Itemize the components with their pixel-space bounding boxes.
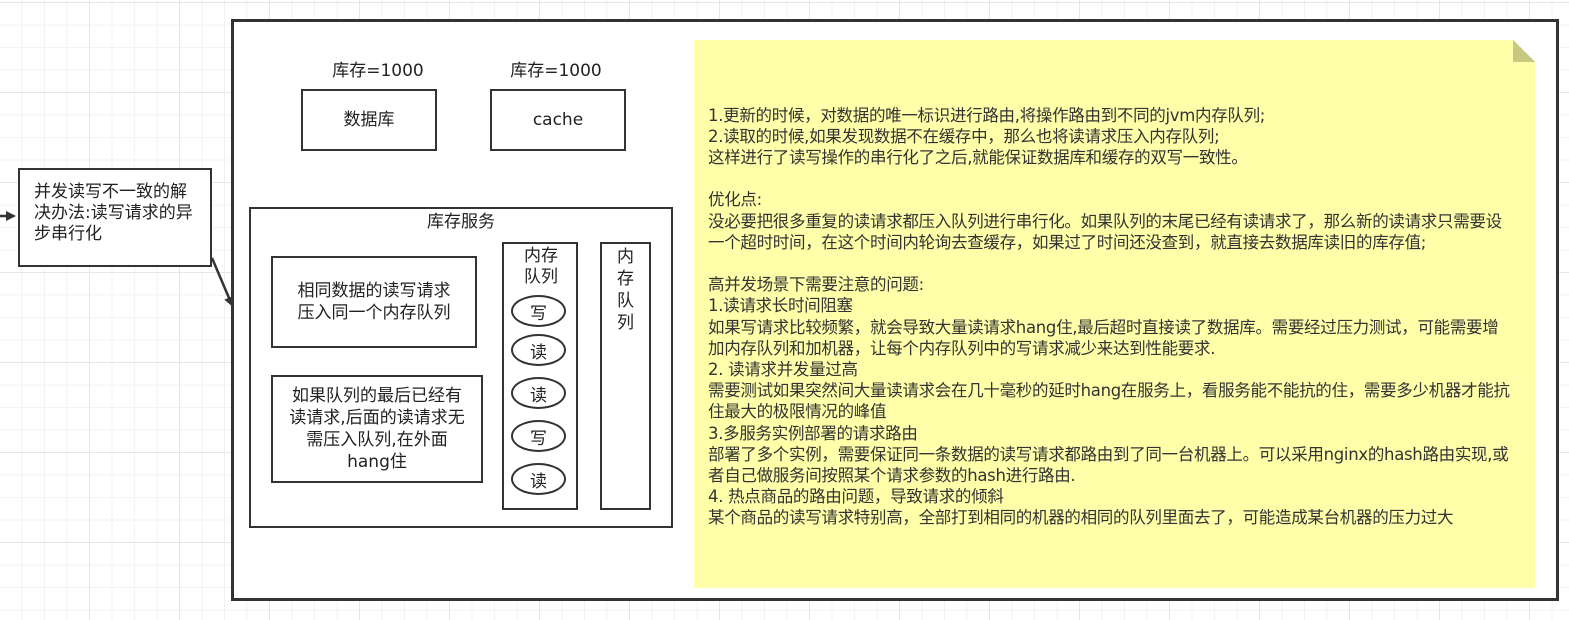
memory-queue-2-title: 内 存 队 列 bbox=[617, 247, 634, 333]
queue-item-write[interactable]: 写 bbox=[511, 295, 566, 327]
explanation-note[interactable]: 1.更新的时候，对数据的唯一标识进行路由,将操作路由到不同的jvm内存队列; 2… bbox=[694, 40, 1535, 588]
queue-item-label: 读 bbox=[530, 342, 547, 363]
queue-item-label: 写 bbox=[530, 428, 547, 449]
queue-item-read[interactable]: 读 bbox=[511, 463, 566, 495]
inventory-service-label: 库存服务 bbox=[427, 212, 495, 232]
cache-stock-label: 库存=1000 bbox=[510, 61, 602, 81]
solution-title-text: 并发读写不一致的解决办法:读写请求的异步串行化 bbox=[34, 182, 193, 244]
memory-queue-2[interactable]: 内 存 队 列 bbox=[600, 242, 651, 510]
arrow-to-group bbox=[210, 257, 234, 307]
explanation-note-text: 1.更新的时候，对数据的唯一标识进行路由,将操作路由到不同的jvm内存队列; 2… bbox=[708, 105, 1510, 528]
tail-read-note[interactable]: 如果队列的最后已经有读请求,后面的读请求无需压入队列,在外面hang住 bbox=[271, 375, 483, 483]
memory-queue-1-title: 内存队列 bbox=[524, 246, 558, 287]
queue-item-read[interactable]: 读 bbox=[511, 377, 566, 409]
queue-item-write[interactable]: 写 bbox=[511, 420, 566, 452]
tail-read-text: 如果队列的最后已经有读请求,后面的读请求无需压入队列,在外面hang住 bbox=[289, 386, 465, 472]
db-stock-label: 库存=1000 bbox=[332, 61, 424, 81]
database-label: 数据库 bbox=[343, 110, 395, 130]
queue-item-read[interactable]: 读 bbox=[511, 334, 566, 366]
cache-node[interactable]: cache bbox=[490, 89, 626, 151]
database-node[interactable]: 数据库 bbox=[301, 89, 437, 151]
queue-item-label: 读 bbox=[530, 385, 547, 406]
queue-item-label: 读 bbox=[530, 471, 547, 492]
solution-title-node[interactable]: 并发读写不一致的解决办法:读写请求的异步串行化 bbox=[18, 168, 212, 267]
same-data-queue-note[interactable]: 相同数据的读写请求压入同一个内存队列 bbox=[271, 256, 477, 348]
same-data-queue-text: 相同数据的读写请求压入同一个内存队列 bbox=[297, 281, 451, 323]
cache-label: cache bbox=[532, 110, 584, 130]
note-fold-icon bbox=[1513, 40, 1535, 62]
queue-item-label: 写 bbox=[530, 303, 547, 324]
